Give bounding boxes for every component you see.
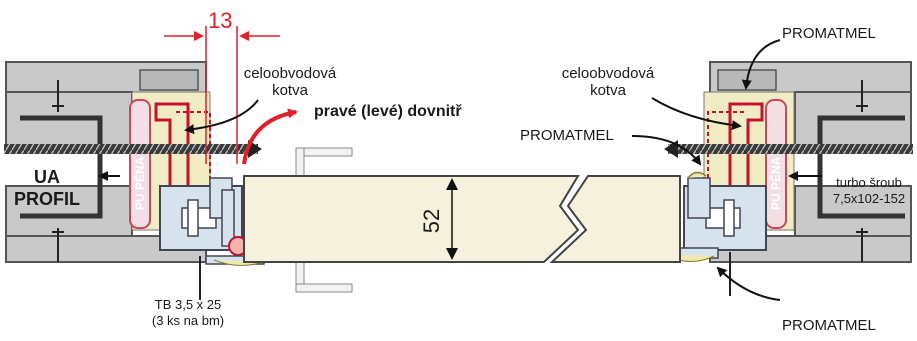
pu-foam-label-right: PU PĚNA xyxy=(769,156,783,210)
ua-profile-label-line1: UA xyxy=(34,167,60,187)
turbo-screw-label-line2: 7,5x102-152 xyxy=(832,191,906,206)
dimension-52-label: 52 xyxy=(419,208,445,234)
tb-screw-label-line1: TB 3,5 x 25 xyxy=(154,297,222,312)
promatmel-label-top: PROMATMEL xyxy=(782,25,876,42)
anchor-label-right-line1: celoobvodová xyxy=(561,65,655,82)
anchor-label-right: celoobvodová kotva xyxy=(558,66,658,98)
tb-screw-label: TB 3,5 x 25 (3 ks na bm) xyxy=(128,298,248,327)
wall-fixing-screws-right xyxy=(856,80,868,262)
right-frame-assembly xyxy=(654,91,795,296)
door-leaf-right-part xyxy=(549,175,681,263)
anchor-label-right-line2: kotva xyxy=(590,82,626,99)
ua-profile-label: UA PROFIL xyxy=(12,168,82,208)
anchor-label-left: celoobvodová kotva xyxy=(240,66,340,98)
pu-foam-right xyxy=(765,99,787,229)
turbo-screw-label: turbo šroub 7,5x102-152 xyxy=(824,176,914,205)
anchor-label-left-line2: kotva xyxy=(272,82,308,99)
dimension-13 xyxy=(164,26,280,164)
pu-foam-label-left: PU PĚNA xyxy=(133,156,147,210)
opening-direction-arrow xyxy=(242,108,298,165)
wall-fixing-screws-left xyxy=(52,80,64,262)
dimension-52 xyxy=(446,178,458,260)
left-wall xyxy=(5,61,207,263)
anchor-label-left-line1: celoobvodová xyxy=(243,65,337,82)
pu-foam-left xyxy=(129,99,151,229)
leader-lines xyxy=(98,39,822,301)
ua-profile-label-line2: PROFIL xyxy=(14,189,80,209)
opening-direction-label: pravé (levé) dovnitř xyxy=(314,103,462,120)
door-leaf xyxy=(243,147,681,293)
turbo-screw-label-line1: turbo šroub xyxy=(836,175,902,190)
dimension-13-label: 13 xyxy=(208,8,233,33)
promatmel-label-middle: PROMATMEL xyxy=(520,127,614,144)
left-frame-assembly xyxy=(129,91,265,300)
door-leaf-left-part xyxy=(243,175,580,263)
right-wall xyxy=(709,61,912,263)
turbo-screw-right xyxy=(668,144,913,154)
promatmel-label-bottom: PROMATMEL xyxy=(782,317,876,334)
turbo-screw-left xyxy=(4,144,258,154)
tb-screw-label-line2: (3 ks na bm) xyxy=(151,313,225,328)
